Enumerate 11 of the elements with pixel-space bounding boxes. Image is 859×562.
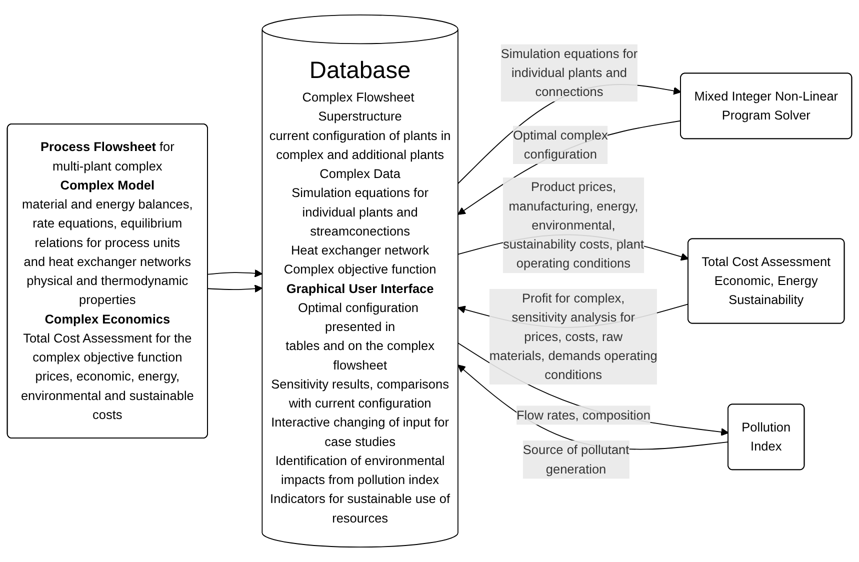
arrow xyxy=(208,269,263,278)
arrow xyxy=(458,364,729,450)
edge-label: Simulation equations for individual plants and connections xyxy=(500,46,638,99)
edge-label: Optimal complex configuration xyxy=(512,128,608,162)
arrow xyxy=(208,284,263,293)
edge-label: Profit for complex, sensitivity analysis for prices, costs, raw materials, demands operating conditions xyxy=(489,290,658,382)
arrow xyxy=(458,120,682,215)
edge-label: Flow rates, composition xyxy=(516,407,650,422)
edge-label: Source of pollutant generation xyxy=(522,442,630,476)
edge-label: Product prices, manufacturing, energy, environmental, sustainability costs, plant operating conditions xyxy=(502,179,644,270)
arrow xyxy=(458,84,682,184)
